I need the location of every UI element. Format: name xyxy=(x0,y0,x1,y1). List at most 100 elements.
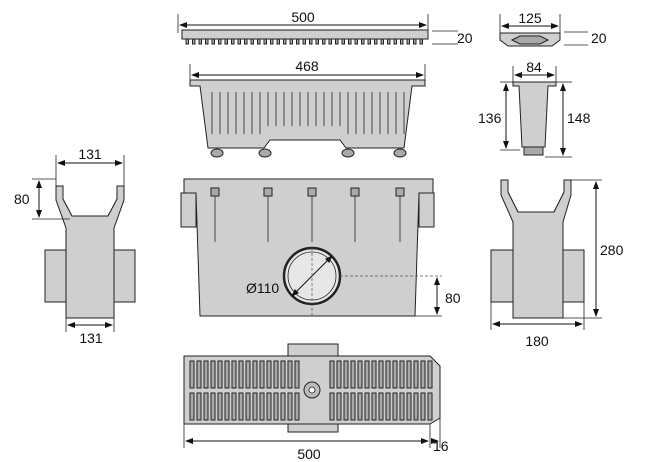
pipe-diameter-label: Ø110 xyxy=(246,280,279,296)
plan-slot xyxy=(189,392,195,421)
left-bottom-width-label: 131 xyxy=(79,330,103,346)
plan-slot xyxy=(231,360,237,389)
rib-clip xyxy=(210,187,220,197)
plan-slot xyxy=(420,360,426,389)
grate-tooth xyxy=(322,38,326,45)
grate-tooth xyxy=(309,38,313,45)
plan-slot xyxy=(406,360,412,389)
plan-slot xyxy=(357,360,363,389)
body-ribs xyxy=(210,187,405,242)
plan-slot xyxy=(392,360,398,389)
basket-end-view: 84 136 148 xyxy=(478,59,591,158)
plan-slot xyxy=(343,360,349,389)
plan-slot xyxy=(238,360,244,389)
basket-total-depth-label: 148 xyxy=(567,110,591,126)
plan-slot xyxy=(427,392,433,421)
plan-slot xyxy=(259,392,265,421)
grate-tooth xyxy=(328,38,332,45)
grate-tooth xyxy=(393,38,397,45)
plan-slot xyxy=(399,360,405,389)
rib-clip xyxy=(350,187,360,197)
plan-slot xyxy=(224,392,230,421)
plan-slot xyxy=(413,392,419,421)
basket-foot xyxy=(393,148,407,158)
basket-side-view: 468 xyxy=(189,58,426,158)
left-top-width-label: 131 xyxy=(78,146,102,162)
rib-clip xyxy=(263,187,273,197)
grate-tooth xyxy=(218,38,222,45)
basket-depth-label: 136 xyxy=(478,110,502,126)
plan-slot xyxy=(357,392,363,421)
plan-slot xyxy=(266,360,272,389)
plan-slot xyxy=(217,360,223,389)
rib-clip xyxy=(395,187,405,197)
grate-tooth xyxy=(296,38,300,45)
grate-tooth xyxy=(341,38,345,45)
plan-slot xyxy=(364,392,370,421)
plan-slot xyxy=(399,392,405,421)
grate-tooth xyxy=(374,38,378,45)
grate-tooth xyxy=(406,38,410,45)
plan-slot xyxy=(287,360,293,389)
plan-slot xyxy=(210,392,216,421)
grate-tooth xyxy=(315,38,319,45)
front-body-view: Ø110 80 xyxy=(180,178,461,317)
plan-slot xyxy=(364,360,370,389)
plan-slot xyxy=(336,360,342,389)
plan-slots xyxy=(189,360,433,421)
grate-tooth xyxy=(367,38,371,45)
plan-slot xyxy=(294,392,300,421)
grate-tooth xyxy=(348,38,352,45)
plan-slot xyxy=(280,392,286,421)
bottom-height-label: 16 xyxy=(433,438,449,454)
plan-slot xyxy=(238,392,244,421)
plan-slot xyxy=(329,360,335,389)
plan-slot xyxy=(245,360,251,389)
plan-slot xyxy=(385,360,391,389)
grate-tooth xyxy=(205,38,209,45)
basket-foot xyxy=(258,148,272,158)
plan-slot xyxy=(392,392,398,421)
right-height-label: 280 xyxy=(600,242,624,258)
grate-tooth xyxy=(231,38,235,45)
plan-slot xyxy=(273,392,279,421)
plan-slot xyxy=(406,392,412,421)
grate-tooth xyxy=(224,38,228,45)
plan-slot xyxy=(203,392,209,421)
grate-tooth xyxy=(413,38,417,45)
plan-slot xyxy=(343,392,349,421)
grate-tooth xyxy=(257,38,261,45)
plan-slot xyxy=(336,392,342,421)
bottom-length-label: 500 xyxy=(297,446,321,462)
plan-slot xyxy=(273,360,279,389)
plan-slot xyxy=(420,392,426,421)
plan-slot xyxy=(350,392,356,421)
basket-foot xyxy=(341,148,355,158)
basket-foot xyxy=(210,148,224,158)
plan-slot xyxy=(252,360,258,389)
top-grate-end-height-label: 20 xyxy=(591,30,607,46)
left-rim-depth-label: 80 xyxy=(14,191,30,207)
plan-slot xyxy=(196,392,202,421)
plan-slot xyxy=(189,360,195,389)
top-grate-length-label: 500 xyxy=(291,9,315,25)
basket-length-label: 468 xyxy=(295,58,319,74)
grate-tooth xyxy=(361,38,365,45)
top-grate-end-view: 125 20 xyxy=(499,10,607,47)
rib-clip xyxy=(307,187,317,197)
right-width-label: 180 xyxy=(525,333,549,349)
grate-tooth xyxy=(263,38,267,45)
grate-teeth xyxy=(185,38,423,45)
plan-slot xyxy=(329,392,335,421)
grate-tooth xyxy=(237,38,241,45)
grate-tooth xyxy=(400,38,404,45)
plan-slot xyxy=(252,392,258,421)
grate-tooth xyxy=(244,38,248,45)
grate-tooth xyxy=(335,38,339,45)
basket-slots xyxy=(211,92,405,134)
plan-slot xyxy=(294,360,300,389)
plan-slot xyxy=(203,360,209,389)
plan-slot xyxy=(378,360,384,389)
grate-tooth xyxy=(380,38,384,45)
